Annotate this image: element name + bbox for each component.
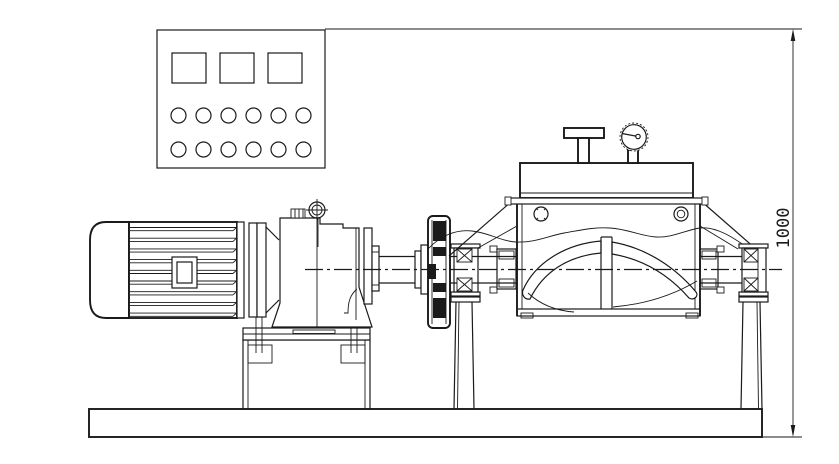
panel-display-window [267,52,303,84]
panel-display-window [171,52,207,84]
output-cover [363,227,380,305]
panel-indicator-button [170,107,187,124]
rolling-bearing-icon [456,248,473,292]
end-bracket-right-inner [699,225,739,250]
arrow-up-icon [790,29,796,41]
height-dimension: 1000 [325,28,802,438]
coupling-key [428,264,436,279]
hand-wheel [563,127,605,164]
electric-motor [89,221,280,319]
end-bracket-left-outer [448,200,513,257]
control-panel-enclosure [156,29,326,169]
breather-cap [306,199,328,247]
end-bracket-left-inner [477,225,518,249]
gear-reducer [271,199,380,328]
motor-terminal-box [171,256,198,289]
panel-indicator-button [270,141,287,158]
output-boss [371,245,380,292]
motor-end-ring [236,221,245,319]
pedestal-gusset-left [247,344,273,364]
motor-end-cap [89,221,130,319]
gearbox-housing [271,217,373,328]
chamber-lid [504,162,709,206]
panel-display-window [219,52,255,84]
sigma-blade [521,236,698,313]
panel-indicator-button [170,141,187,158]
arrow-down-icon [790,425,796,437]
panel-indicator-button [220,141,237,158]
panel-indicator-button [195,141,212,158]
bolt-hole-left [533,206,549,222]
panel-indicator-button [295,141,312,158]
dimension-value: 1000 [774,208,794,249]
panel-indicator-button [295,107,312,124]
gearbox-rib [344,288,358,314]
oil-filler-plug [290,208,306,219]
support-leg-left [450,296,481,410]
pressure-gauge [619,122,649,164]
gauge-pivot [635,133,641,140]
chamber-bottom [516,308,701,317]
pedestal-gusset-right [340,344,366,364]
control-panel [156,29,326,169]
motor-flange [248,222,280,318]
base-frame [88,408,763,438]
panel-displays [171,52,303,84]
panel-indicator-button [220,107,237,124]
lid-flange [509,197,704,205]
kneader-chamber [427,122,765,319]
rolling-bearing-icon [743,248,759,292]
gear-coupling [427,215,451,329]
bolt-hole-right [673,206,689,222]
motor-fins [130,227,237,317]
panel-indicator-button [195,107,212,124]
panel-indicators [170,107,312,158]
material-level-line [427,227,749,250]
base-plate [88,408,763,438]
panel-indicator-button [245,141,262,158]
panel-indicator-button [270,107,287,124]
panel-indicator-button [245,107,262,124]
support-leg-right [738,296,769,410]
